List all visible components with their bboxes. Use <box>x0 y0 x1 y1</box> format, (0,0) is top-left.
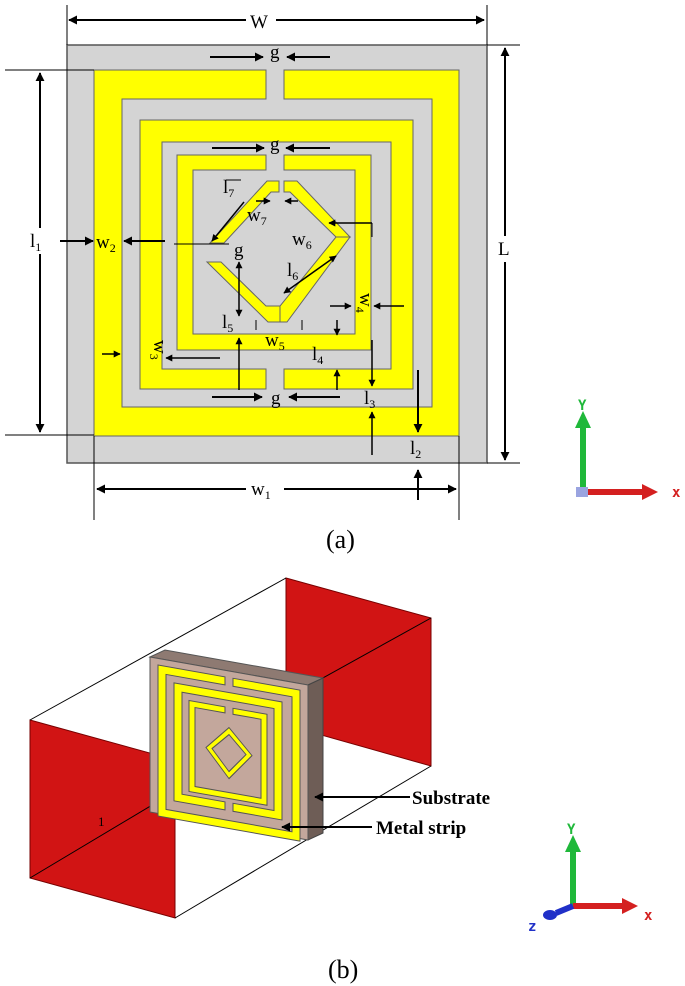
port-label: 1 <box>98 814 105 829</box>
label-g-top: g <box>270 42 280 63</box>
label-w5: w5 <box>265 330 285 353</box>
axis-y-label-a: Y <box>578 398 587 414</box>
axis-x-label-b: x <box>644 908 653 924</box>
label-w1: w1 <box>251 479 271 502</box>
label-g-mid: g <box>270 134 280 155</box>
axis-triad-b: Y x z <box>528 822 653 935</box>
label-l2: l2 <box>410 438 421 461</box>
substrate-3d-side <box>307 677 324 841</box>
label-g-bottom: g <box>271 388 281 409</box>
label-l7: l7 <box>223 177 234 200</box>
label-w3: w3 <box>147 340 170 360</box>
figure-a: W g g l1 w2 L l7 w7 w6 <box>5 5 681 554</box>
axis-z-label-b: z <box>528 919 536 935</box>
caption-b: (b) <box>328 955 358 984</box>
figure-b: 1 Substrate Metal strip (b) <box>29 577 653 984</box>
second-ring <box>139 119 414 390</box>
substrate-label: Substrate <box>412 788 490 809</box>
label-l4: l4 <box>312 344 323 367</box>
label-w6: w6 <box>292 229 312 252</box>
label-w4: w4 <box>353 293 376 313</box>
label-l5: l5 <box>222 312 233 335</box>
metal-strip-label: Metal strip <box>376 818 466 839</box>
metal-pattern-3d <box>157 664 301 842</box>
label-l1: l1 <box>30 231 41 254</box>
label-w2: w2 <box>96 232 116 255</box>
axis-x-label-a: x <box>672 485 681 501</box>
label-L: L <box>498 239 510 260</box>
label-w7: w7 <box>247 205 267 228</box>
label-l3: l3 <box>364 388 375 411</box>
label-g-inner: g <box>234 240 244 261</box>
caption-a: (a) <box>326 525 355 554</box>
axis-triad-a: Y x <box>575 398 681 501</box>
third-ring <box>176 154 372 351</box>
label-W: W <box>250 12 268 33</box>
label-l6: l6 <box>287 260 298 283</box>
axis-y-label-b: Y <box>567 822 576 838</box>
